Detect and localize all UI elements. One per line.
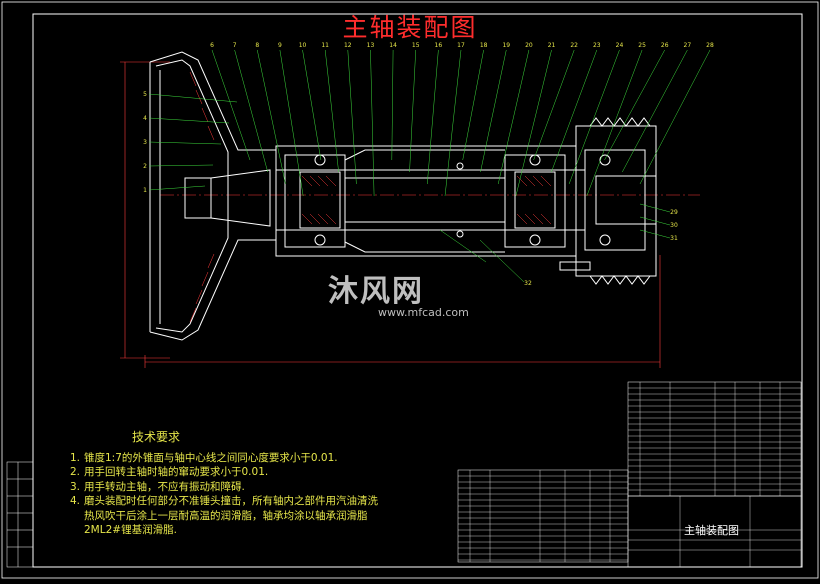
technical-requirements: 技术要求 1.锥度1:7的外锥面与轴中心线之间同心度要求小于0.01. 2.用手… (70, 430, 378, 538)
spindle-housing (275, 145, 585, 257)
callout-label: 31 (670, 235, 678, 242)
leader-line (444, 49, 462, 197)
watermark-url: www.mfcad.com (378, 306, 469, 319)
callout-label: 1 (143, 187, 147, 194)
callout-label: 13 (367, 42, 375, 49)
leader-line (347, 49, 357, 185)
leader-line (462, 49, 484, 161)
flange-hatch (189, 71, 215, 323)
callout-label: 22 (570, 42, 578, 49)
callout-label: 9 (278, 42, 282, 49)
leader-line (409, 49, 416, 173)
callout-label: 11 (321, 42, 329, 49)
leader-line (533, 49, 575, 161)
left-side-block (6, 461, 34, 568)
watermark: 沐风网 www.mfcad.com (328, 266, 469, 319)
callout-label: 23 (593, 42, 601, 49)
leader-line (279, 49, 304, 197)
leader-line (515, 49, 552, 197)
callout-label: 18 (480, 42, 488, 49)
wheel-flange (149, 51, 277, 341)
leader-line (639, 49, 711, 185)
watermark-brand: 沐风网 (328, 274, 424, 309)
title-block-name: 主轴装配图 (684, 524, 739, 537)
tech-requirement-3: 3.用手转动主轴，不应有振动和障碍. (70, 480, 245, 493)
leader-line (439, 229, 487, 263)
callout-label: 8 (255, 42, 259, 49)
leader-lines (148, 49, 711, 283)
callout-label: 30 (670, 222, 678, 229)
callout-label: 16 (435, 42, 443, 49)
leader-line (148, 117, 230, 124)
leader-line (604, 49, 665, 161)
leader-line (148, 185, 206, 191)
callout-label: 24 (616, 42, 624, 49)
parts-list (457, 381, 802, 568)
tech-requirement-4: 4.磨头装配时任何部分不准锤头撞击，所有轴内之部件用汽油清洗 (70, 495, 378, 507)
leader-line (622, 49, 688, 173)
leader-line (639, 203, 671, 213)
inner-border (32, 13, 803, 568)
leader-line (480, 49, 507, 173)
tech-requirements-heading: 技术要求 (132, 430, 181, 444)
callout-label: 32 (524, 280, 532, 287)
tech-requirement-4-line-2: 热风吹干后涂上一层耐高温的润滑脂，轴承均涂以轴承润滑脂 (84, 509, 368, 522)
callout-label: 15 (412, 42, 420, 49)
leader-line (234, 49, 268, 173)
callout-label: 27 (684, 42, 692, 49)
pulley (559, 117, 657, 285)
callout-label: 5 (143, 91, 147, 98)
callout-label: 6 (210, 42, 214, 49)
drawing-title: 主轴装配图 (342, 13, 478, 42)
leader-line (148, 141, 222, 145)
dimension-lines (120, 61, 700, 368)
callout-label: 14 (389, 42, 397, 49)
bearing-hatch (301, 175, 552, 225)
callout-label: 2 (143, 163, 147, 170)
leader-line (257, 49, 286, 185)
callout-label: 28 (706, 42, 714, 49)
callout-label: 4 (143, 115, 147, 122)
callout-label: 20 (525, 42, 533, 49)
callout-label: 29 (670, 209, 678, 216)
callout-label: 10 (299, 42, 307, 49)
callout-label: 12 (344, 42, 352, 49)
leader-line (639, 216, 671, 226)
leader-line (551, 49, 598, 173)
tech-requirement-1: 1.锥度1:7的外锥面与轴中心线之间同心度要求小于0.01. (70, 451, 338, 464)
leader-line (391, 49, 394, 161)
callout-label: 26 (661, 42, 669, 49)
leader-line (568, 49, 620, 185)
leader-line (302, 49, 322, 161)
callout-label: 25 (638, 42, 646, 49)
callout-label: 3 (143, 139, 147, 146)
leader-line (497, 49, 530, 185)
leader-line (148, 164, 214, 167)
leader-line (148, 93, 238, 103)
leader-line (211, 49, 251, 161)
leader-line (324, 49, 339, 173)
leader-line (479, 239, 525, 283)
leader-line (370, 49, 375, 197)
tech-requirement-4-line-3: 2ML2#锂基润滑脂. (84, 524, 177, 536)
tech-requirement-2: 2.用手回转主轴时轴的窜动要求小于0.01. (70, 466, 269, 478)
parts-list-rows (458, 382, 801, 567)
leader-line (586, 49, 643, 197)
leader-line (639, 229, 671, 239)
leader-line (427, 49, 439, 185)
callout-label: 19 (502, 42, 510, 49)
callout-label: 21 (548, 42, 556, 49)
callout-label: 17 (457, 42, 465, 49)
callout-label: 7 (233, 42, 237, 49)
